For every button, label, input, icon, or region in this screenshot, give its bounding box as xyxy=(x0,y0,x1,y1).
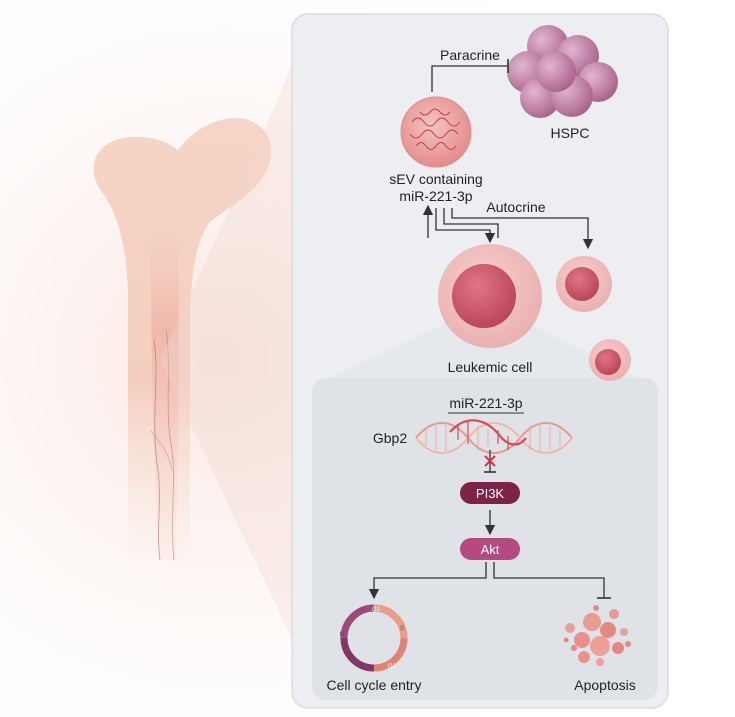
hspc-label: HSPC xyxy=(551,125,590,141)
apoptosis-icon xyxy=(563,605,631,666)
phase-s: S xyxy=(400,626,404,632)
leukemic-cell-large xyxy=(438,244,542,348)
autocrine-arrow xyxy=(451,208,594,250)
inner-zoom-wedge xyxy=(330,320,640,378)
bone-icon xyxy=(93,118,272,561)
pi3k-node xyxy=(460,482,520,504)
pi3k-label: PI3K xyxy=(476,486,505,501)
gbp2-label: Gbp2 xyxy=(373,430,407,446)
phase-g1: G1 xyxy=(372,607,381,613)
mirna-label: miR-221-3p xyxy=(449,395,522,411)
leukemic-cell-small xyxy=(589,339,631,381)
autocrine-label: Autocrine xyxy=(486,199,545,215)
paracrine-inhibition xyxy=(431,59,509,92)
paracrine-label: Paracrine xyxy=(440,47,500,63)
akt-label: Akt xyxy=(481,542,500,557)
leukemic-cell-label: Leukemic cell xyxy=(448,359,533,375)
dna-helix-icon xyxy=(415,419,573,454)
sev-exchange-arrows xyxy=(422,204,499,244)
akt-branches xyxy=(368,562,611,600)
apoptosis-label: Apoptosis xyxy=(574,677,635,693)
sev-label-line2: miR-221-3p xyxy=(399,188,472,204)
zoom-wedge xyxy=(160,40,302,660)
cell-cycle-entry-label: Cell cycle entry xyxy=(327,677,422,693)
leukemic-cell-medium xyxy=(556,256,612,312)
inhibit-x-icon xyxy=(484,455,496,467)
akt-node xyxy=(460,538,520,560)
phase-m: M xyxy=(340,632,345,638)
phase-g2: G2 xyxy=(388,664,397,670)
sev-label-line1: sEV containing xyxy=(389,171,482,187)
sev-vesicle-icon xyxy=(400,96,472,168)
hspc-cluster-icon xyxy=(507,25,618,118)
cell-cycle-icon: G1 S G2 M xyxy=(340,604,408,672)
